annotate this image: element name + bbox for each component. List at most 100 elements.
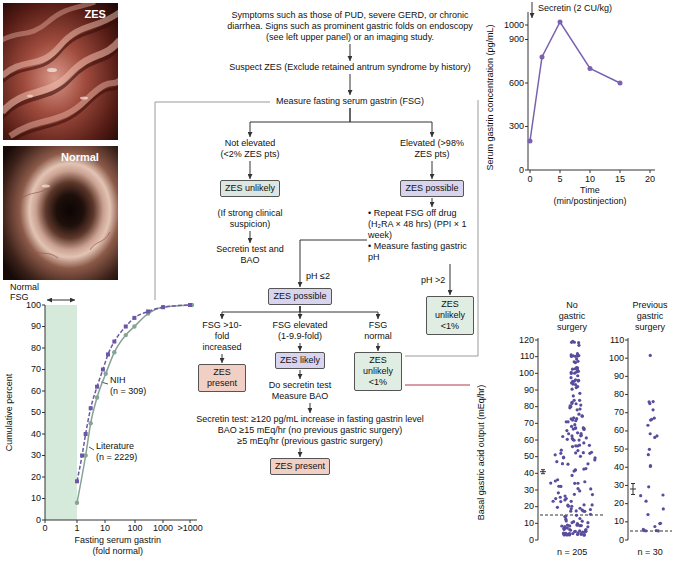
bao-dot [567,420,570,423]
figure-part [90,232,110,250]
bao-dot [652,400,655,403]
axis-tick [535,506,538,507]
axis-tick [630,489,636,490]
node-text: Do secretin test Measure BAO [260,380,340,402]
data-point [75,479,79,483]
bao-dot [588,452,591,455]
data-point [161,305,165,309]
axis-title: Basal gastric acid output (mEq/hr) [476,384,487,520]
figure-part [10,80,118,136]
bao-dot [647,453,650,456]
axis-tick [625,540,628,541]
chart-label: 0 [619,535,624,546]
chart-label: 80 [524,401,534,412]
data-point [558,20,563,25]
figure-part [30,250,58,258]
chart-label: 40 [524,468,534,479]
edge-label: pH >2 [420,275,446,286]
bao-dot [573,360,576,363]
chart-label: 70 [31,364,41,375]
axis-tick [42,455,45,456]
data-point [588,66,593,71]
bao-dot [580,434,583,437]
outcome-box: ZES possible [400,180,463,197]
bao-dot [554,497,557,500]
axis-tick [650,170,651,173]
bao-dot [589,513,592,516]
bao-dot [555,460,558,463]
chart-label: 70 [524,418,534,429]
figure-part [3,3,95,40]
bao-dot [570,388,573,391]
axis-tick [535,423,538,424]
axis-tick [625,376,628,377]
chart-label: Normal [61,151,99,164]
chart-label: No gastric surgery [554,300,590,333]
bao-dot [576,374,579,377]
bao-dot [589,508,592,511]
bao-dot [557,491,560,494]
figure-part [20,186,50,200]
flow-arrow [349,44,350,61]
bao-dot [563,515,566,518]
bao-dot [573,399,576,402]
cumulative-chart-axes [45,300,197,520]
bao-dot [581,520,584,523]
bao-dot [559,496,562,499]
chart-label: 15 [615,174,625,185]
node-text: Secretin test: ≥120 pg/mL increase in fa… [196,414,424,425]
figure-part [89,447,94,450]
bao-dot [559,485,562,488]
bao-dot [565,497,568,500]
bao-dot [570,425,573,428]
axis-tick [42,477,45,478]
bao-dot [577,379,580,382]
bao-dot [646,424,649,427]
zes-endoscopy-photo [3,3,118,140]
chart-label: 10 [100,523,110,534]
data-point [83,453,87,457]
bao-dot [657,529,660,532]
bao-dot [570,507,573,510]
bao-dot [582,426,585,429]
bao-dot [649,354,652,357]
step-text: FSG normal [360,320,396,342]
node-text: Not elevated (<2% ZES pts) [216,138,284,160]
outcome-box: ZES present [198,364,246,392]
flow-arrow [432,198,433,207]
step-text: Measure fasting serum gastrin (FSG) [276,96,424,107]
data-point [89,406,93,410]
axis-tick [42,412,45,413]
data-point [132,316,136,320]
bao-dot [573,530,576,533]
bao-dot [572,469,575,472]
bao-dot [576,385,579,388]
bao-dot [579,434,582,437]
chart-label: 30 [524,485,534,496]
bao-dot [572,354,575,357]
bao-dot [579,455,582,458]
axis-tick [540,471,546,472]
bao-dot [582,503,585,506]
chart-label: (min/postinjection) [554,196,627,207]
bao-dot [580,414,583,417]
bao-dot [576,408,579,411]
bao-dot [646,513,649,516]
bao-dot [559,500,562,503]
chart-label: (n = 309) [110,386,146,397]
chart-label: 30 [31,450,41,461]
bao-dot [580,532,583,535]
chart-label: 10 [31,493,41,504]
data-point [528,139,533,144]
data-point [124,325,128,329]
node-text: FSG elevated (1-9.9-fold) [269,320,331,342]
chart-label: (fold normal) [93,546,144,557]
bao-dot [574,402,577,405]
bao-dot [582,510,585,513]
chart-label: 1000 [504,20,524,31]
bao-dot [549,482,552,485]
